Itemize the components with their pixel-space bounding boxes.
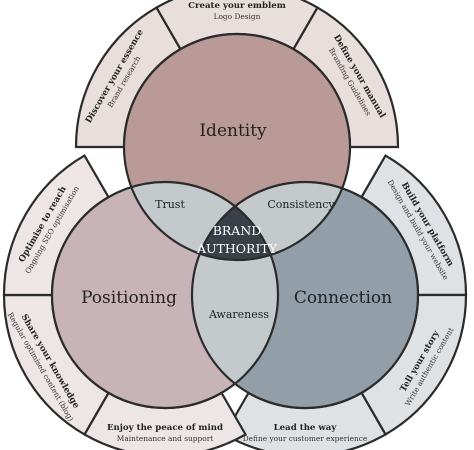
identity-outline: [122, 32, 352, 262]
connection-outline: [190, 180, 420, 410]
positioning-label: Positioning: [81, 288, 177, 308]
awareness-label: Awareness: [208, 308, 269, 321]
lead-the-way-title: Lead the way: [274, 423, 338, 433]
brand-authority-region: [192, 182, 278, 260]
connection-label: Connection: [294, 288, 392, 308]
consistency-label: Consistency: [267, 198, 335, 211]
create-emblem-subtitle: Logo Design: [214, 12, 261, 21]
lead-the-way-subtitle: Define your customer experience: [243, 434, 368, 443]
brand-label-line1: BRAND: [213, 223, 262, 238]
identity-label: Identity: [199, 121, 267, 141]
enjoy-peace-subtitle: Maintenance and support: [117, 434, 213, 443]
create-emblem-title: Create your emblem: [188, 1, 286, 11]
enjoy-peace-title: Enjoy the peace of mind: [107, 423, 223, 433]
positioning-outline: [50, 180, 280, 410]
brand-label-line2: AUTHORITY: [196, 241, 278, 256]
trust-label: Trust: [155, 198, 185, 211]
